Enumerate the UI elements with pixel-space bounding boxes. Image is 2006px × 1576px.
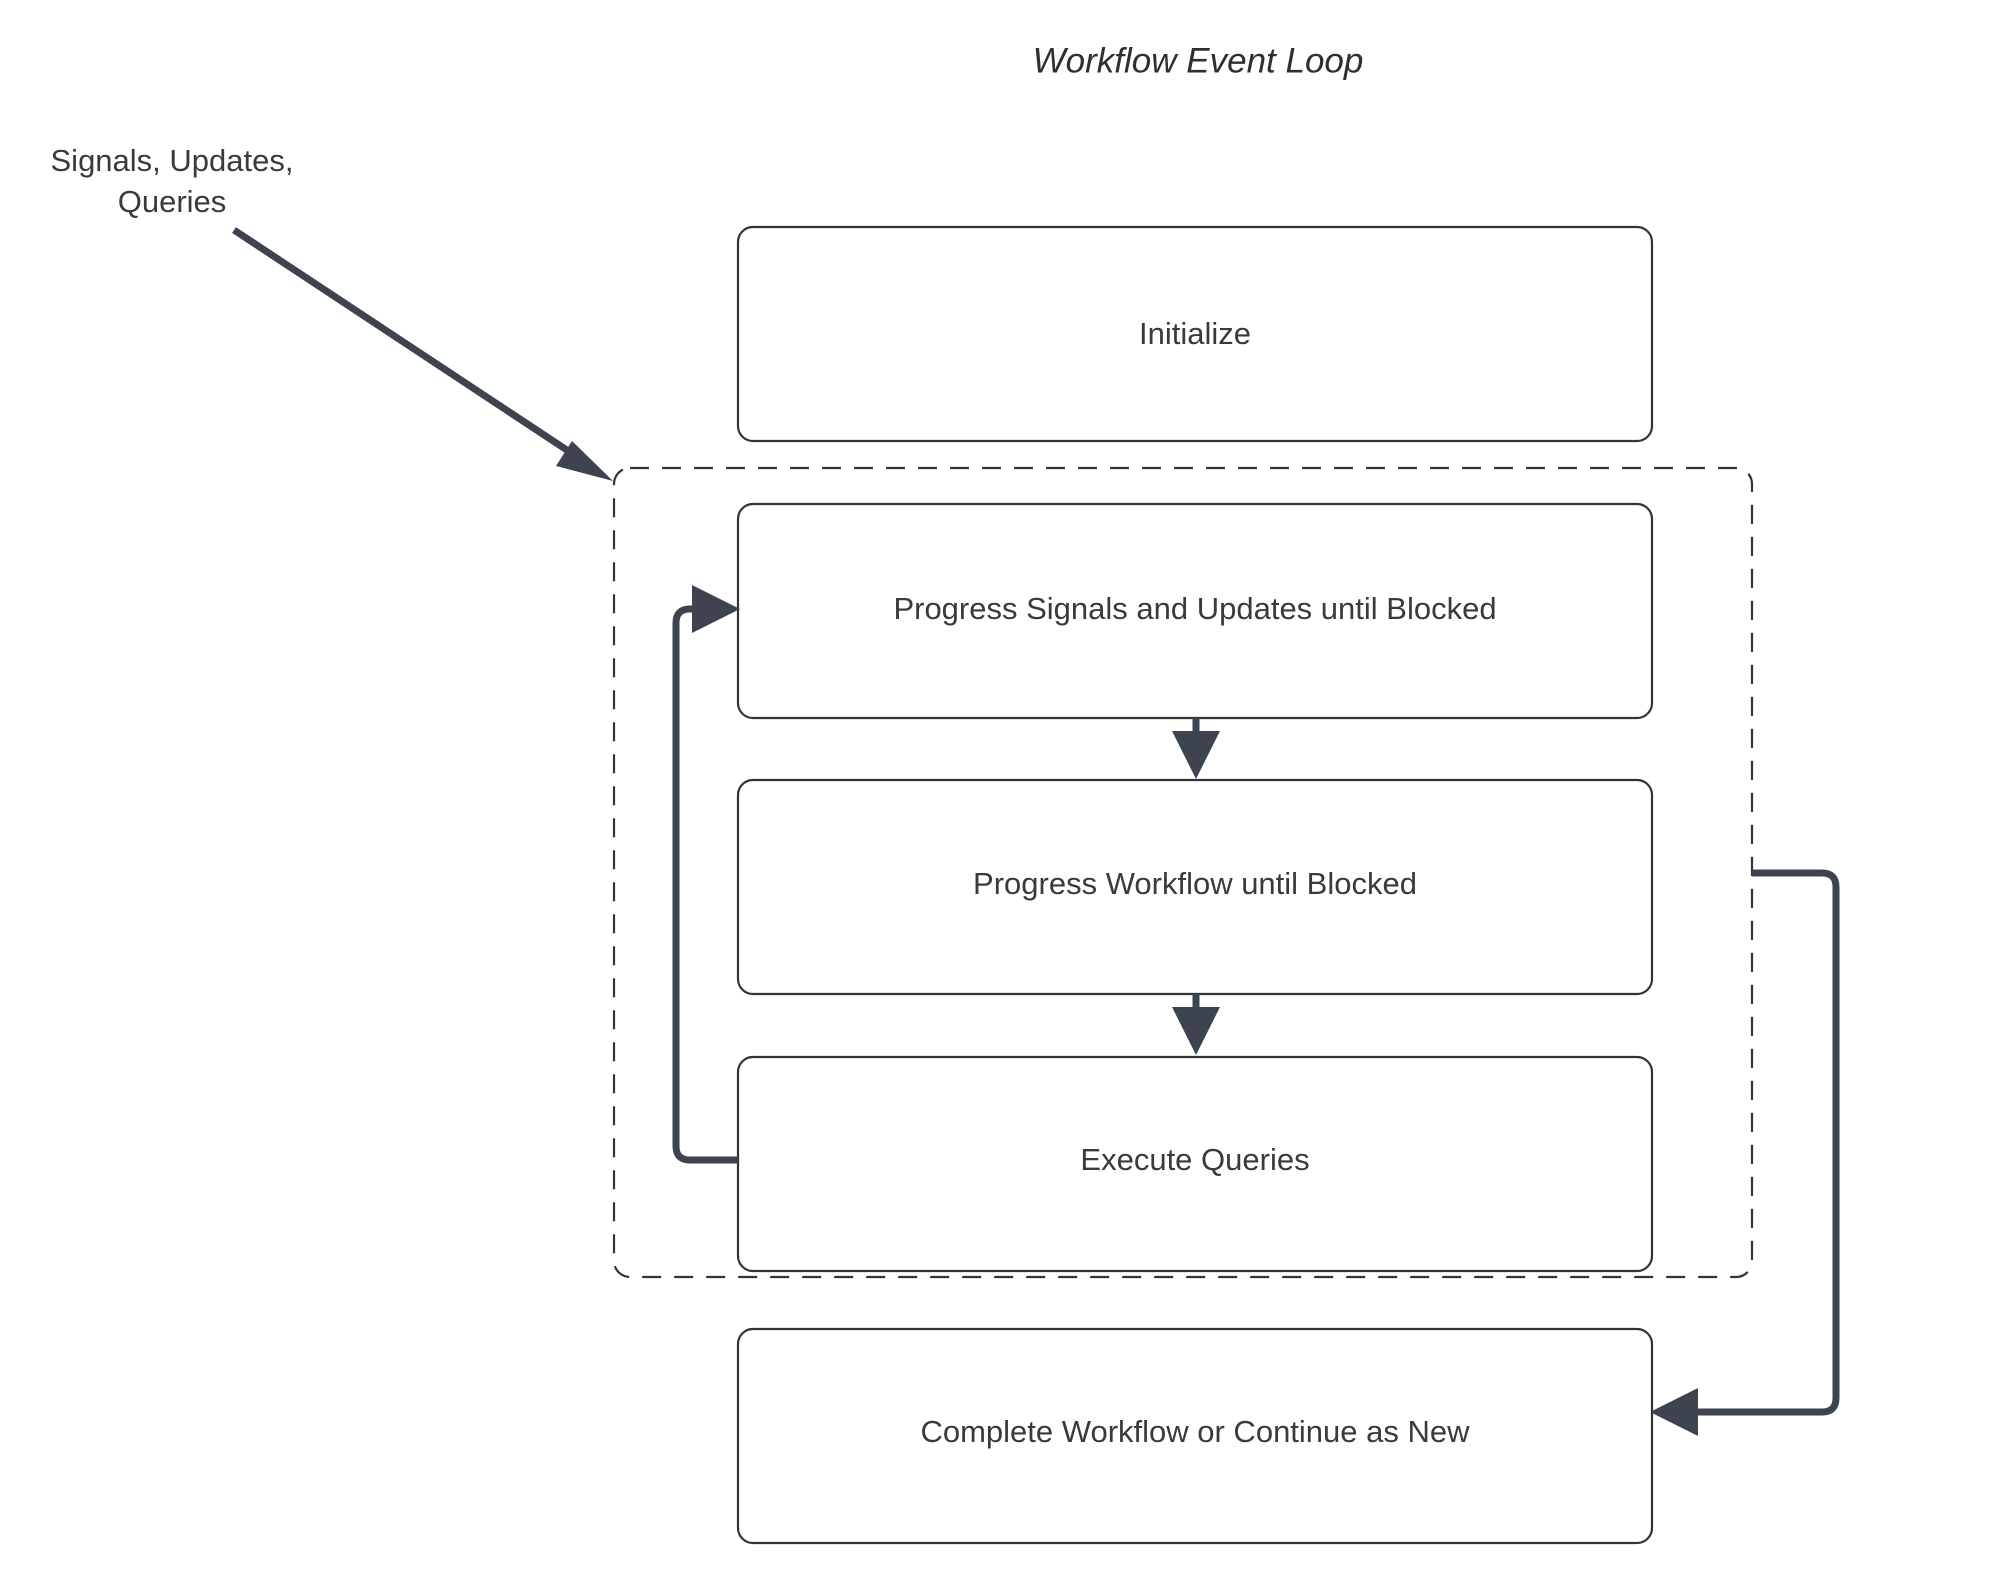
arrowhead-progress-workflow bbox=[1172, 731, 1220, 779]
external-input-label-line1: Signals, Updates, bbox=[51, 143, 294, 178]
external-input-label-line2: Queries bbox=[118, 184, 227, 219]
arrowhead-loopback-left bbox=[692, 585, 740, 633]
node-initialize[interactable]: Initialize bbox=[736, 225, 1654, 443]
node-complete-workflow-shape[interactable] bbox=[736, 1327, 1654, 1545]
node-execute-queries-label: Execute Queries bbox=[1080, 1142, 1309, 1177]
node-execute-queries[interactable]: Execute Queries bbox=[736, 1055, 1654, 1273]
arrowhead-complete-workflow bbox=[1650, 1388, 1698, 1436]
edge-external-input-to-loop bbox=[232, 227, 613, 481]
node-initialize-label: Initialize bbox=[1139, 316, 1251, 351]
node-progress-signals[interactable]: Progress Signals and Updates until Block… bbox=[736, 502, 1654, 720]
node-complete-workflow[interactable]: Complete Workflow or Continue as New bbox=[736, 1327, 1654, 1545]
edge-progress-workflow-to-execute-queries bbox=[1172, 994, 1220, 1055]
page-title: Workflow Event Loop bbox=[1033, 41, 1364, 80]
arrowhead-external-input bbox=[556, 441, 613, 481]
node-progress-workflow-label: Progress Workflow until Blocked bbox=[973, 866, 1417, 901]
node-initialize-shape[interactable] bbox=[736, 225, 1654, 443]
node-progress-workflow[interactable]: Progress Workflow until Blocked bbox=[736, 778, 1654, 996]
loopback-left-path bbox=[672, 605, 738, 1164]
node-complete-workflow-label: Complete Workflow or Continue as New bbox=[920, 1414, 1470, 1449]
node-progress-signals-label: Progress Signals and Updates until Block… bbox=[893, 591, 1496, 626]
edge-execute-queries-to-progress-signals-loop bbox=[672, 585, 740, 1164]
arrowhead-execute-queries bbox=[1172, 1007, 1220, 1055]
loop-right-path bbox=[1683, 869, 1840, 1416]
edge-loop-to-complete-workflow bbox=[1650, 869, 1840, 1436]
edge-progress-signals-to-progress-workflow bbox=[1172, 718, 1220, 779]
node-execute-queries-shape[interactable] bbox=[736, 1055, 1654, 1273]
